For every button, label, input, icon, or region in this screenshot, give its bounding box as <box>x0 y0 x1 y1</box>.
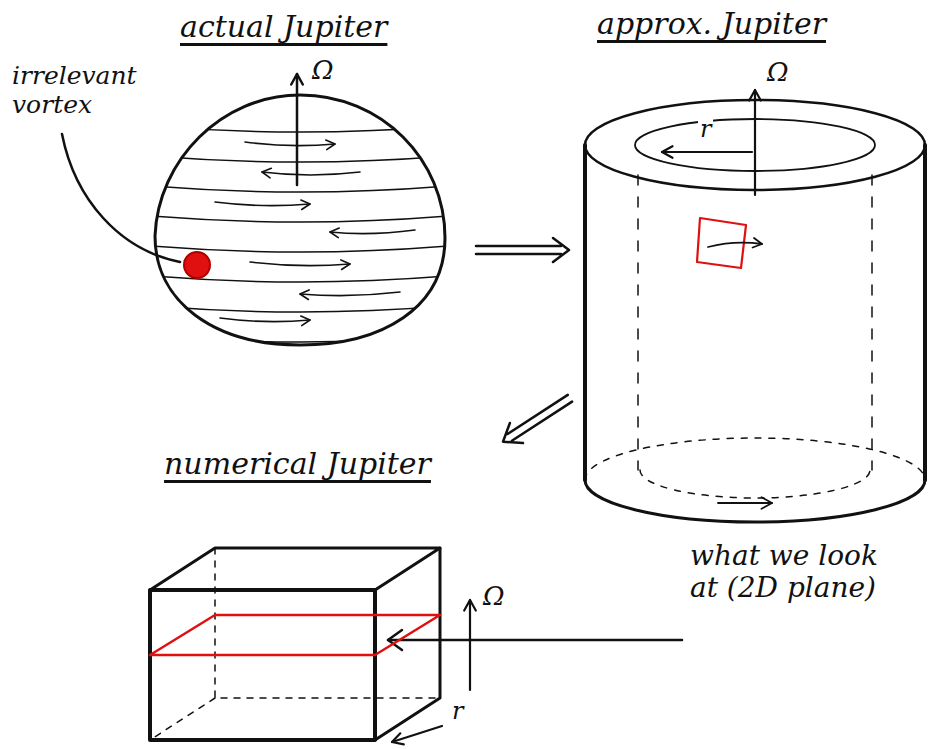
figure-outline <box>140 8 470 353</box>
sphere-figure: actual Jupiter <box>140 8 470 353</box>
callout-text: irrelevant vortex <box>10 62 166 120</box>
leader-arrow <box>388 639 682 642</box>
figure-outline <box>575 5 932 535</box>
double-arrow <box>476 238 569 262</box>
cylinder-figure: approx. Jupiter <box>575 5 932 535</box>
callout-text: what we look at (2D plane) <box>688 540 892 604</box>
axis-symbol: Ω <box>481 582 507 612</box>
radius-symbol: r <box>698 116 713 144</box>
axis-symbol: Ω <box>765 58 791 88</box>
figure-outline <box>85 445 510 745</box>
figure-heading: approx. Jupiter <box>597 5 826 43</box>
figure-heading: numerical Jupiter <box>164 445 431 483</box>
axis-symbol: Ω <box>310 56 336 86</box>
radius-symbol: r <box>450 698 465 726</box>
double-arrow <box>503 395 572 443</box>
box-figure: numerical Jupiter <box>85 445 510 745</box>
figure-heading: actual Jupiter <box>180 8 387 46</box>
